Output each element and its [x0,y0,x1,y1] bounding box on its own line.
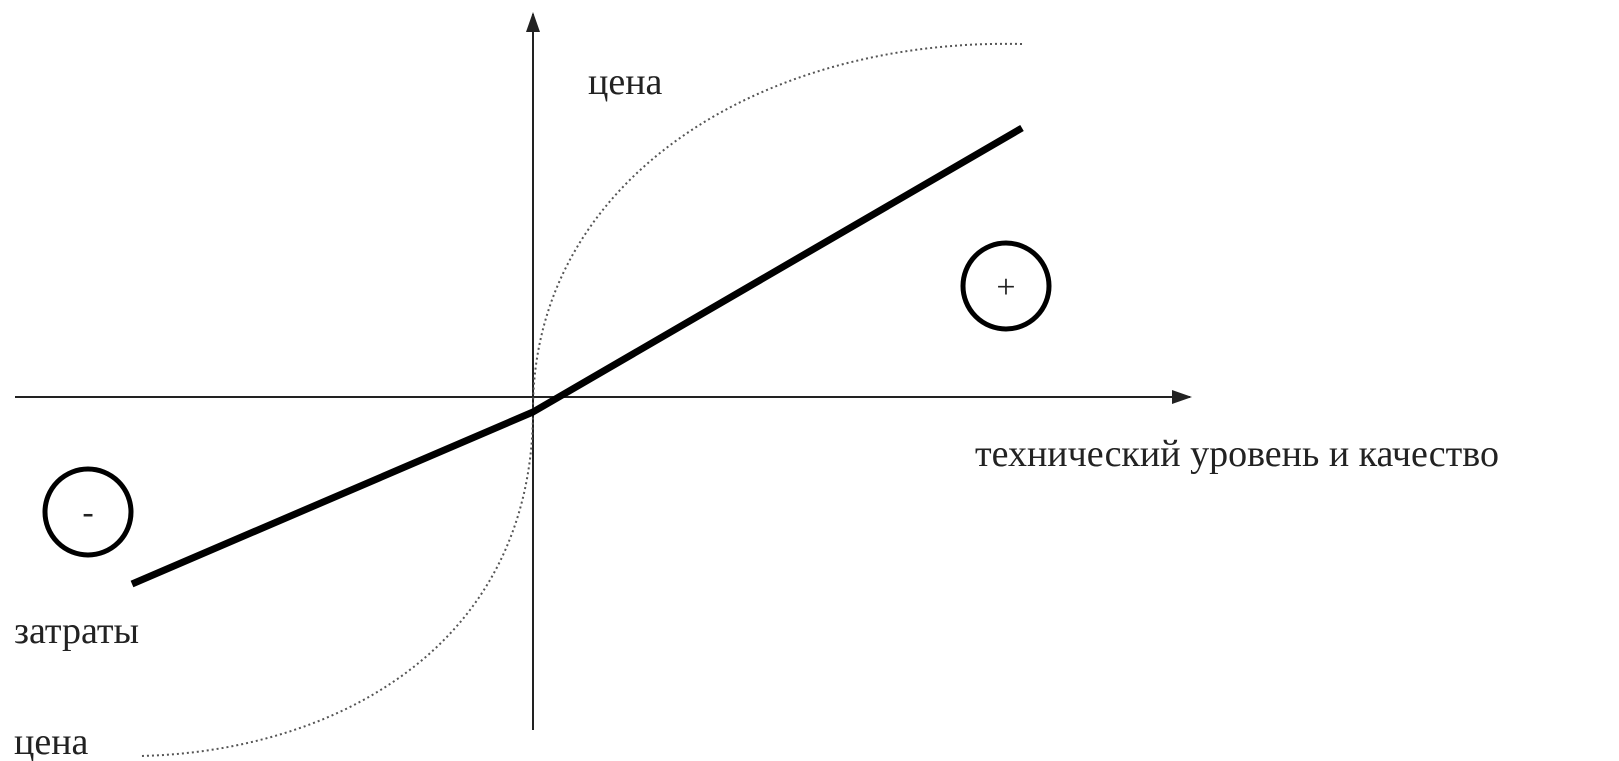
plus-marker: + [960,240,1052,332]
minus-sign: - [82,494,93,531]
costs-label: затраты [14,610,139,652]
plus-sign: + [996,269,1015,306]
y-axis-top-label: цена [588,61,663,103]
price-curve [139,42,1023,757]
costs-line [130,124,1024,588]
minus-marker: - [42,466,134,558]
x-axis-label: технический уровень и качество [975,433,1499,475]
y-axis-bottom-label: цена [14,721,89,761]
plus-circle [960,240,1052,332]
minus-circle [42,466,134,558]
